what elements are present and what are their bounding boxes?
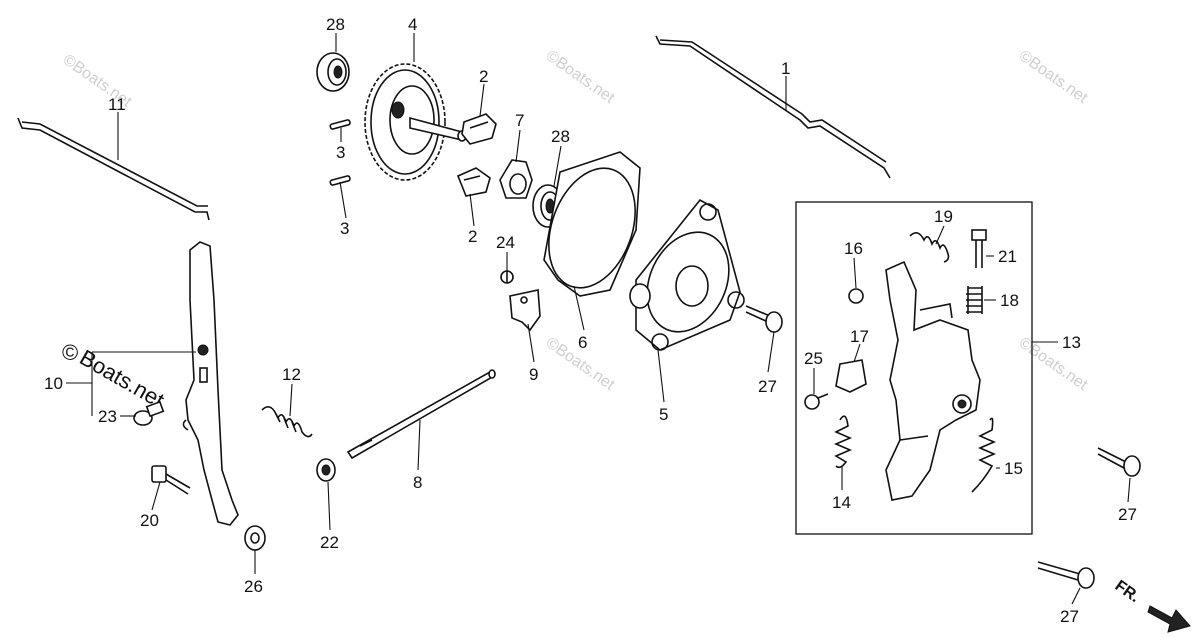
- part-14-spring: [833, 415, 853, 469]
- front-arrow-icon: [1147, 605, 1191, 633]
- part-28-bearing-top: [316, 52, 350, 92]
- part-12-spring: [261, 406, 313, 438]
- part-5-cover: [629, 198, 745, 351]
- callout-1: 1: [781, 59, 790, 78]
- part-27-bolt-middle: [745, 305, 783, 333]
- callout-19: 19: [934, 207, 953, 226]
- part-20-bolt: [151, 465, 191, 495]
- callout-7: 7: [515, 111, 524, 130]
- callout-2-bottom: 2: [468, 227, 477, 246]
- part-19-spring: [909, 232, 950, 263]
- callout-27-bottom: 27: [1060, 607, 1079, 626]
- part-23-bolt: [133, 400, 165, 426]
- part-13-assembly-box: [795, 201, 1033, 535]
- callout-4: 4: [408, 15, 417, 34]
- part-4-gear: [364, 63, 467, 181]
- callout-26: 26: [244, 577, 263, 596]
- watermark-top-right: ©Boats.net: [1016, 47, 1091, 107]
- part-11-rod: [17, 117, 210, 221]
- watermark-boats-net: Boats.net: [76, 345, 169, 413]
- part-13-lever-assembly: [885, 260, 981, 501]
- part-7-slider: [499, 159, 533, 199]
- part-25-screw: [804, 393, 829, 410]
- part-21-bolt: [971, 229, 987, 268]
- callout-11: 11: [108, 95, 126, 114]
- watermark-copyright-symbol: ©: [62, 340, 78, 365]
- part-16-nut: [848, 288, 864, 304]
- part-6-gasket: [543, 151, 641, 297]
- callout-12: 12: [282, 365, 301, 384]
- callout-14: 14: [832, 493, 851, 512]
- callout-8: 8: [413, 473, 422, 492]
- part-17-clip: [835, 359, 867, 393]
- callout-18: 18: [1000, 291, 1019, 310]
- part-15-spring: [971, 417, 997, 493]
- callout-28-top: 28: [326, 15, 345, 34]
- callout-3-top: 3: [336, 143, 345, 162]
- callout-9: 9: [529, 365, 538, 384]
- part-26-nut: [244, 525, 266, 551]
- part-27-bolt-bottom: [1037, 561, 1095, 589]
- part-24-screw: [500, 270, 514, 284]
- callout-22: 22: [320, 533, 339, 552]
- callout-5: 5: [659, 405, 668, 424]
- callout-6: 6: [578, 333, 587, 352]
- part-8-shaft: [346, 369, 496, 460]
- callout-13: 13: [1062, 333, 1081, 352]
- leader-lines: [66, 33, 1131, 605]
- callout-21: 21: [998, 247, 1017, 266]
- fr-label: FR.: [1112, 577, 1143, 606]
- part-27-bolt-right: [1097, 447, 1141, 477]
- callout-27-right: 27: [1118, 505, 1137, 524]
- callout-numbers: 11 28 4 2 3 3 2 7 28 24 9 6 5 1 27 12 22…: [44, 15, 1137, 626]
- front-direction-indicator: FR.: [1112, 577, 1191, 633]
- callout-23: 23: [98, 407, 117, 426]
- callout-2-top: 2: [479, 67, 488, 86]
- callout-16: 16: [844, 239, 863, 258]
- callout-25: 25: [804, 349, 823, 368]
- part-1-rod: [655, 35, 891, 179]
- part-2-weights: [456, 113, 497, 197]
- callout-28-lower: 28: [551, 127, 570, 146]
- callout-24: 24: [496, 233, 515, 252]
- part-22-collar: [316, 458, 336, 482]
- callout-20: 20: [140, 511, 159, 530]
- callout-15: 15: [1004, 459, 1023, 478]
- callout-27-middle: 27: [758, 377, 777, 396]
- part-18-spring: [966, 286, 983, 314]
- callout-17: 17: [850, 327, 869, 346]
- callout-3-bottom: 3: [340, 219, 349, 238]
- callout-10: 10: [44, 374, 63, 393]
- part-10-governor-arm: [182, 241, 239, 526]
- part-3-pins: [329, 119, 351, 186]
- part-9-plate: [509, 289, 541, 332]
- watermark-top-center: ©Boats.net: [543, 47, 618, 107]
